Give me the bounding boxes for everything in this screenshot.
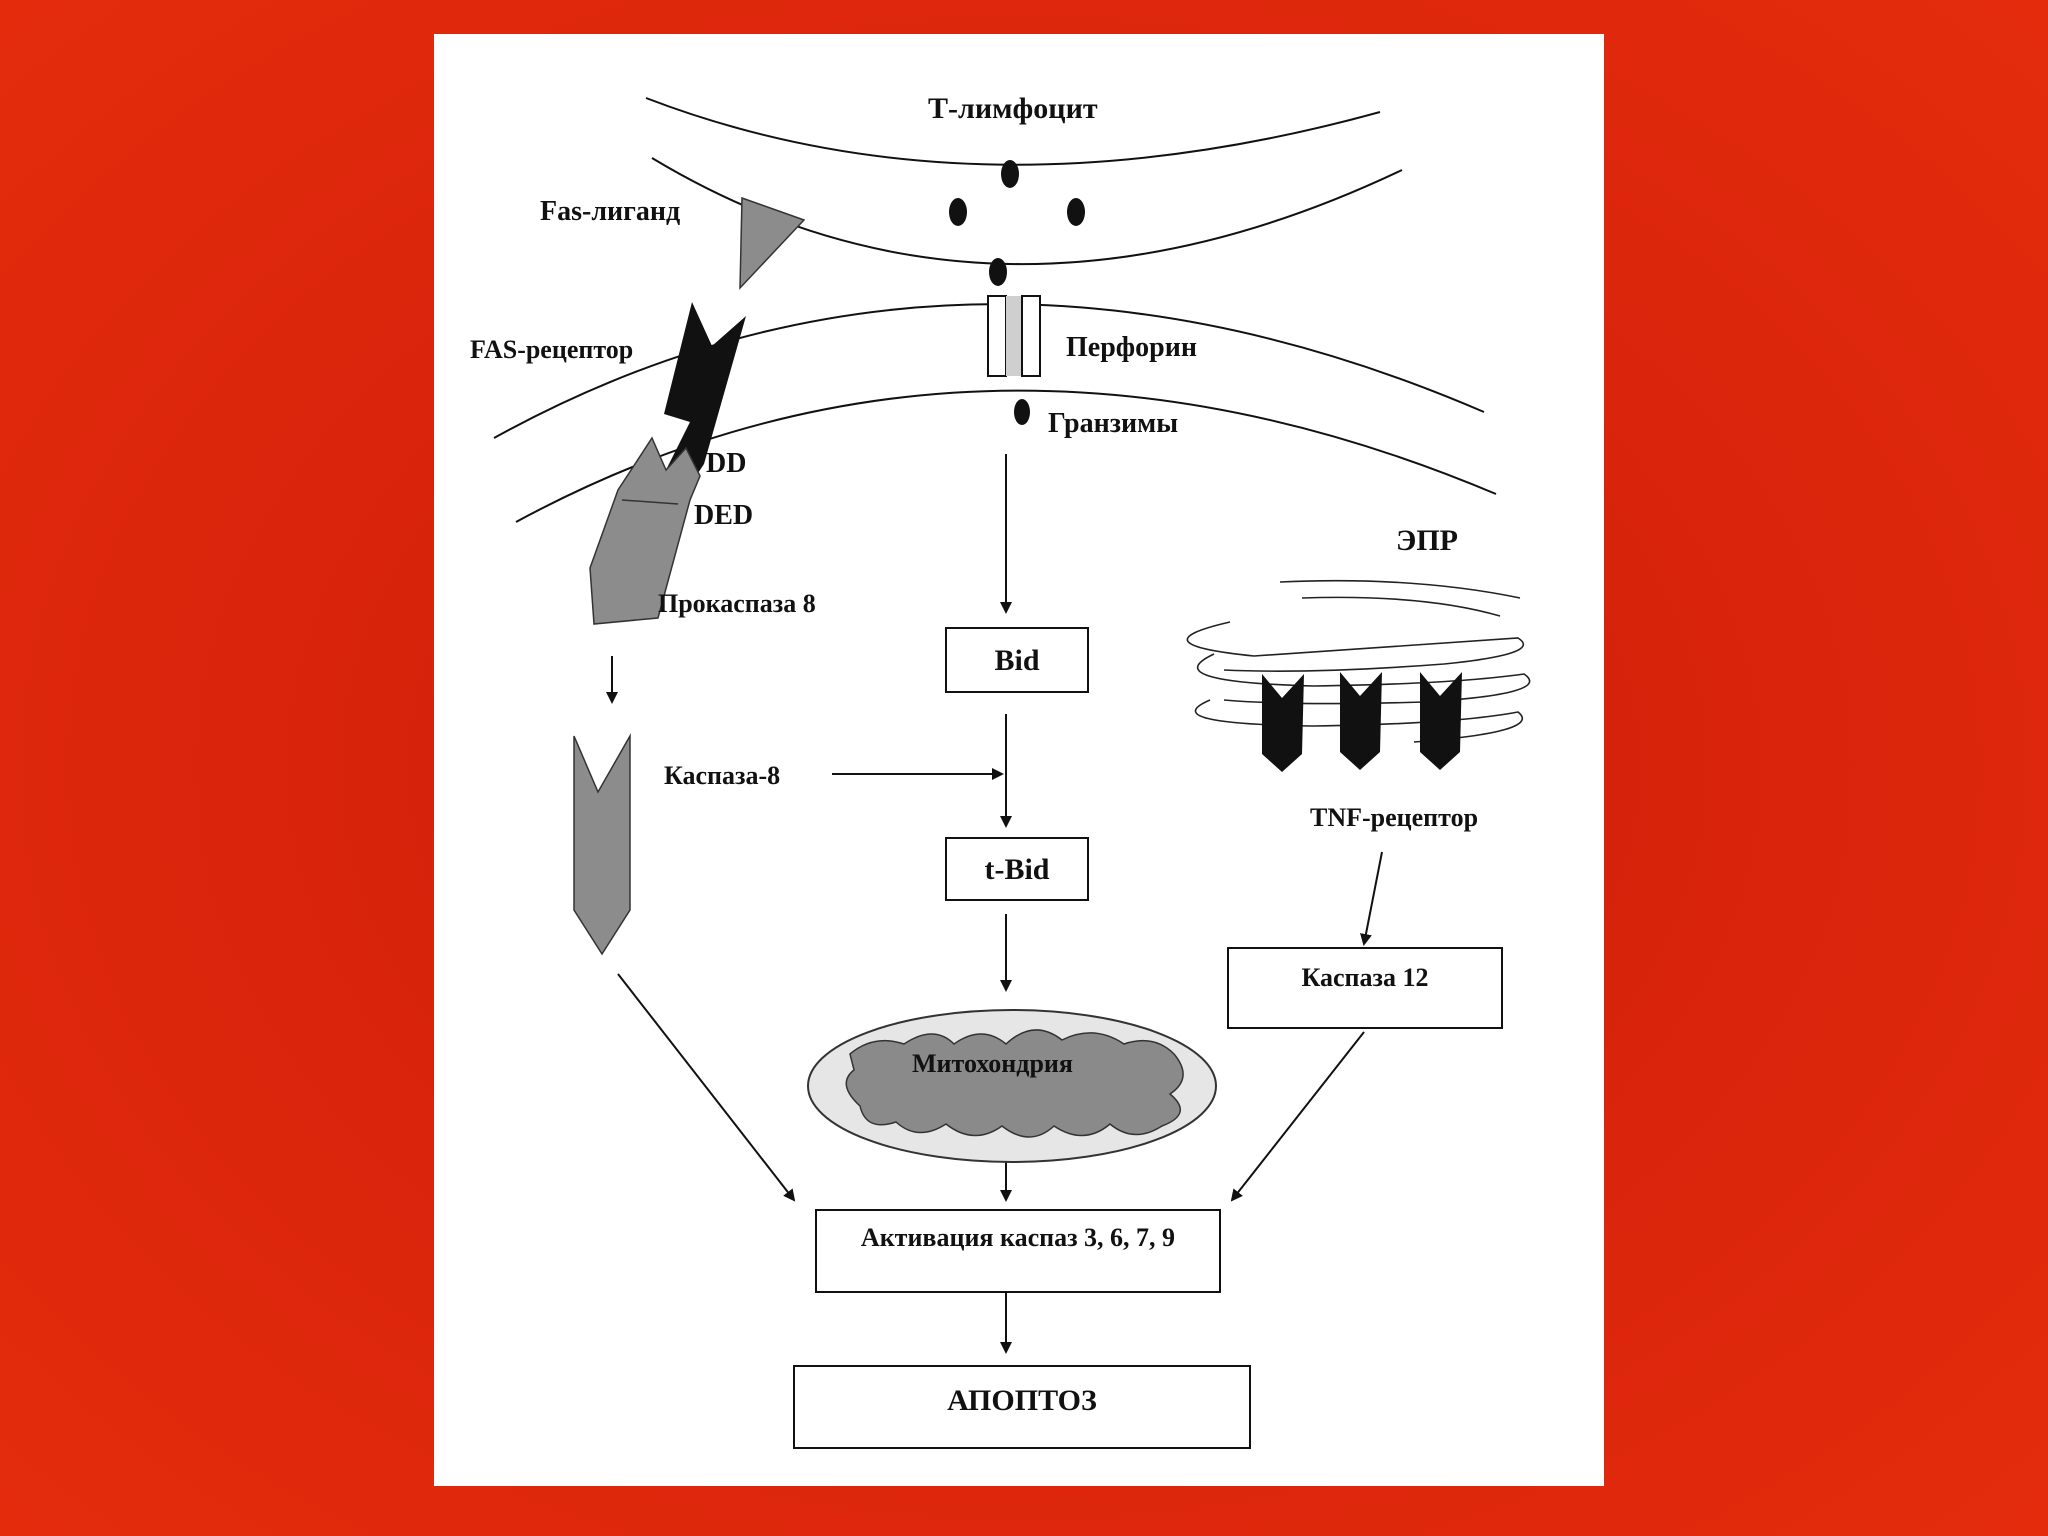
diagram-panel: Т-лимфоцит Fas-лиганд FAS-рецептор Перфо… [434, 34, 1604, 1486]
arrow-tnf-to-caspase12 [1360, 851, 1383, 946]
perforin-label: Перфорин [1066, 332, 1197, 363]
fas-ligand-shape [739, 196, 806, 290]
apoptosis-box-text: АПОПТОЗ [947, 1384, 1097, 1417]
epr-label: ЭПР [1396, 524, 1458, 557]
t-lymphocyte-label: Т-лимфоцит [928, 92, 1098, 125]
perforin-pore [987, 295, 1041, 377]
caspase8-shape [573, 733, 631, 956]
mitochondria-label: Митохондрия [912, 1049, 1073, 1078]
procaspase8-label: Прокаспаза 8 [658, 589, 816, 618]
t-cell-membrane-outer [645, 97, 1381, 166]
tnf-receptor-shape [1420, 672, 1462, 770]
caspase12-box-text: Каспаза 12 [1302, 963, 1429, 992]
tnf-receptor-shape [1340, 672, 1382, 770]
mitochondria [807, 1009, 1217, 1163]
granzyme-dot [1001, 160, 1019, 188]
granzyme-dot [949, 198, 967, 226]
ded-label: DED [694, 500, 753, 531]
activation-box [815, 1209, 1221, 1293]
dd-label: DD [706, 448, 746, 479]
dd-ded-divider [621, 499, 679, 505]
tnf-receptor-label: TNF-рецептор [1310, 803, 1478, 832]
target-cell-membrane-outer [493, 303, 1485, 439]
apoptosis-diagram: Т-лимфоцит Fas-лиганд FAS-рецептор Перфо… [470, 92, 1531, 1449]
tbid-box [945, 837, 1089, 901]
tnf-receptor-shape [1262, 674, 1304, 772]
tbid-box-text: t-Bid [984, 853, 1049, 886]
caspase12-box [1227, 947, 1503, 1029]
granzyme-dot [1067, 198, 1085, 226]
fas-receptor-label: FAS-рецептор [470, 335, 633, 364]
arrow-caspase8-to-activation [617, 973, 796, 1202]
activation-box-text: Активация каспаз 3, 6, 7, 9 [861, 1223, 1175, 1252]
bid-box-text: Bid [994, 644, 1039, 677]
apoptosis-box [793, 1365, 1251, 1449]
granzyme-dot [1014, 399, 1030, 425]
arrow-caspase12-to-activation [1230, 1031, 1365, 1202]
procaspase8-shape [589, 436, 701, 625]
bid-box [945, 627, 1089, 693]
fas-ligand-label: Fas-лиганд [540, 196, 680, 227]
granzyme-dot [989, 258, 1007, 286]
caspase8-label: Каспаза-8 [664, 761, 780, 790]
granzymes-label: Гранзимы [1048, 408, 1178, 439]
